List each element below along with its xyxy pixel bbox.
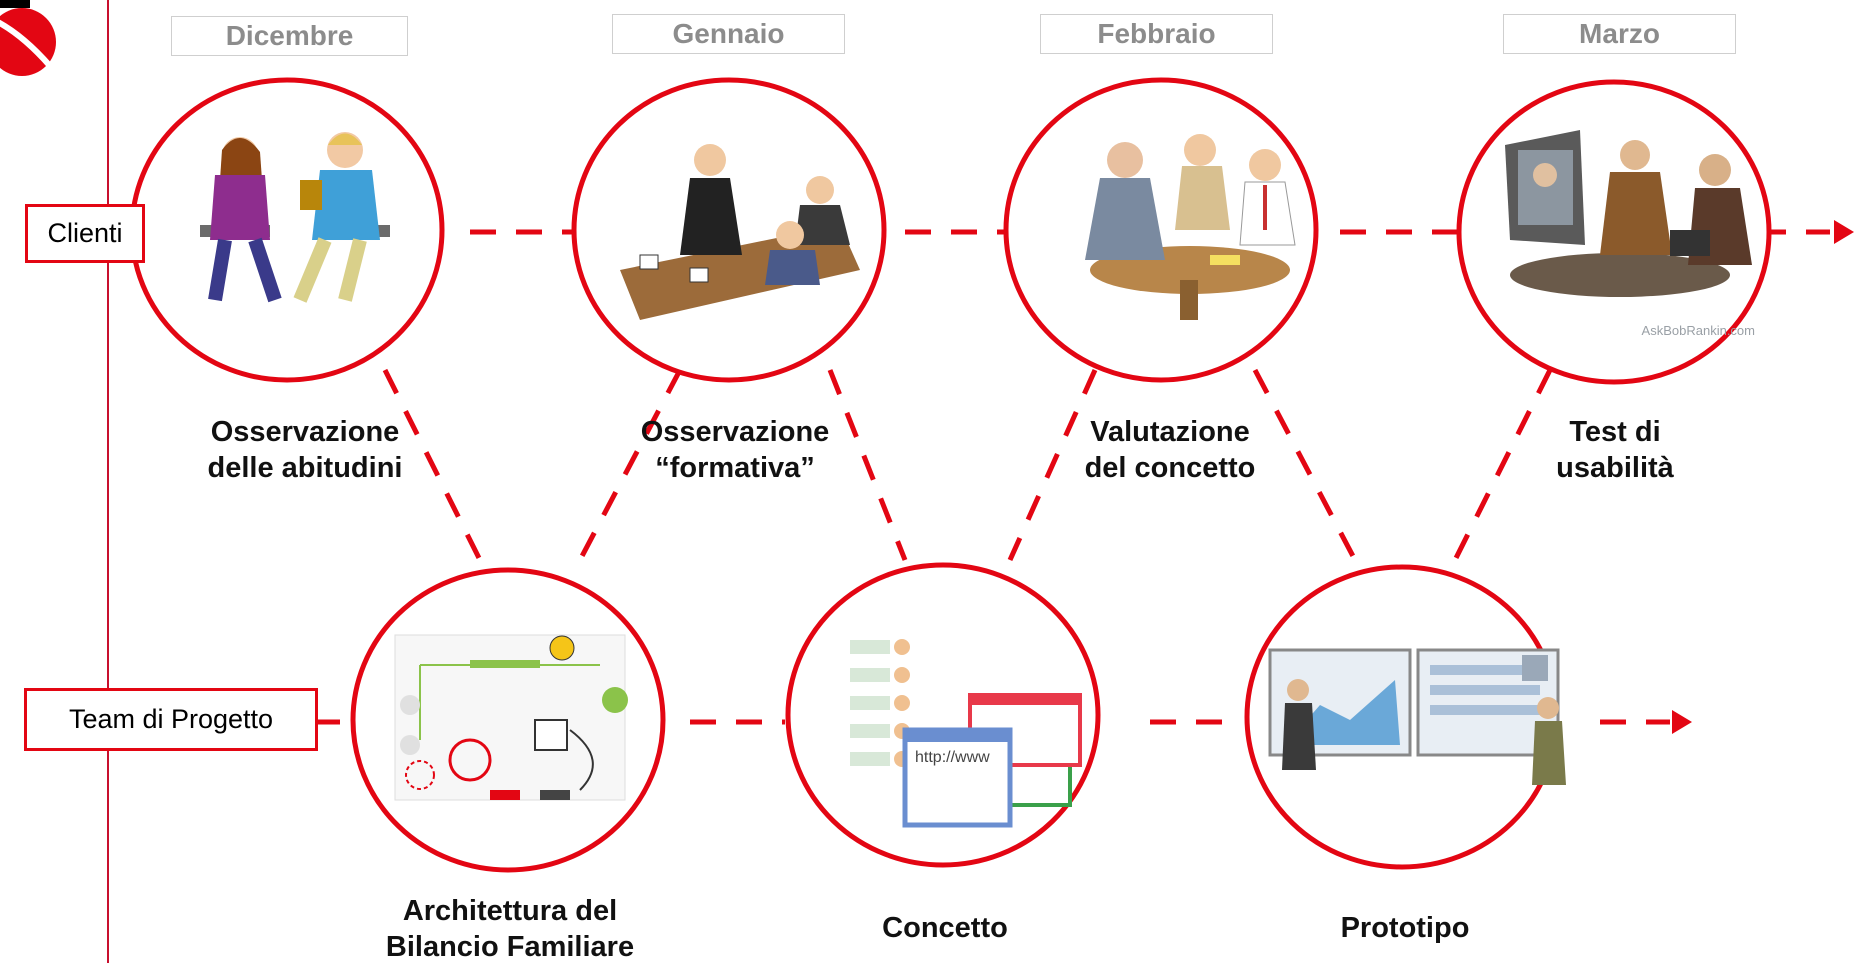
browser-url: http://www (915, 749, 990, 766)
meeting-illustration (620, 144, 860, 320)
caption-line: usabilità (1556, 452, 1674, 484)
caption-line: Test di (1569, 416, 1661, 448)
month-header-dicembre: Dicembre (171, 16, 408, 56)
step-caption: Osservazione “formativa” (590, 414, 880, 486)
connector-line (827, 369, 908, 561)
caption-line: delle abitudini (207, 452, 403, 484)
step-caption: Architettura del Bilancio Familiare (365, 893, 655, 965)
connector-line (1252, 368, 1358, 562)
caption-line: Osservazione (210, 416, 400, 448)
step-caption: Prototipo (1260, 910, 1550, 946)
caption-line: Prototipo (1340, 912, 1470, 944)
caption-line: Osservazione (640, 416, 830, 448)
step-caption: Valutazione del concetto (1025, 414, 1315, 486)
interview-illustration (200, 132, 390, 303)
image-credit: AskBobRankin.com (1642, 323, 1755, 338)
connector-line (1007, 368, 1098, 562)
connector-line (1452, 368, 1553, 562)
arrowhead-icon (1672, 710, 1692, 734)
caption-line: “formativa” (655, 452, 815, 484)
connector-line (382, 368, 483, 562)
lane-label-team: Team di Progetto (24, 688, 318, 751)
arrowhead-icon (1834, 220, 1854, 244)
step-caption: Test di usabilità (1470, 414, 1760, 486)
client-step-circle (1003, 77, 1319, 383)
month-header-marzo: Marzo (1503, 14, 1736, 54)
step-caption: Concetto (800, 910, 1090, 946)
step-caption: Osservazione delle abitudini (160, 414, 450, 486)
caption-line: Concetto (882, 912, 1008, 944)
month-header-gennaio: Gennaio (612, 14, 845, 54)
caption-line: Architettura del (402, 895, 618, 927)
architecture-diagram-illustration (394, 634, 628, 801)
client-step-circle (129, 77, 445, 383)
month-header-febbraio: Febbraio (1040, 14, 1273, 54)
connector-line (577, 368, 683, 562)
usability-test-illustration (1505, 130, 1752, 297)
discussion-illustration (1085, 134, 1296, 320)
caption-line: Bilancio Familiare (385, 931, 635, 963)
company-logo (0, 0, 56, 76)
caption-line: Valutazione (1090, 416, 1250, 448)
concept-browser-illustration (850, 639, 1082, 828)
connectors (318, 229, 1830, 725)
lane-label-clients: Clienti (25, 204, 145, 263)
caption-line: del concetto (1084, 452, 1256, 484)
presentation-screens-illustration (1268, 648, 1566, 785)
